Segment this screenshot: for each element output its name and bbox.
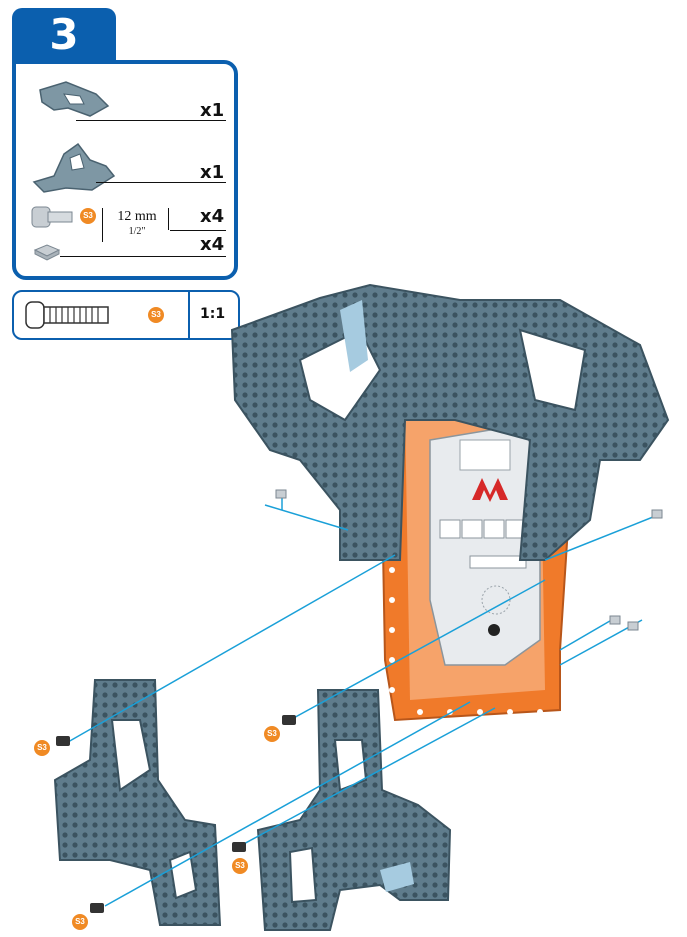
part-qty-2: x1 (200, 162, 225, 183)
guide-lines (67, 496, 659, 907)
screw-callout-badge: S3 (232, 858, 248, 874)
screw-actual-size-icon (25, 301, 109, 329)
part-leader-line (60, 256, 226, 257)
part-leader-line (76, 120, 226, 121)
nut (609, 615, 621, 625)
part-qty-1: x1 (200, 100, 225, 121)
lower-right-plate (256, 689, 452, 931)
dimension-tick (102, 208, 103, 242)
square-nuts (275, 489, 663, 631)
part-code-badge: S3 (80, 208, 96, 224)
part-leader-line (170, 230, 226, 231)
scale-divider (188, 292, 190, 338)
screw-callout-badge: S3 (72, 914, 88, 930)
lower-left-plate (53, 679, 222, 926)
screw-icon (31, 206, 73, 228)
scale-reference-box: S3 1:1 (12, 290, 240, 340)
nut (651, 509, 663, 519)
part-qty-3: x4 (200, 206, 225, 227)
screw-length-mm: 12 mm (117, 209, 157, 224)
plate-bracket-a-icon (39, 81, 110, 117)
screws (56, 715, 296, 913)
plate-bracket-b-icon (32, 142, 116, 193)
part-leader-line (96, 182, 226, 183)
scale-ratio: 1:1 (200, 306, 226, 322)
dimension-tick (168, 208, 169, 230)
step-number: 3 (49, 10, 79, 59)
screw-callout-badge: S3 (264, 726, 280, 742)
scale-code-badge: S3 (148, 307, 164, 323)
nut (275, 489, 287, 499)
screw (56, 736, 70, 746)
part-qty-4: x4 (200, 234, 225, 255)
nut (627, 621, 639, 631)
step-number-tab: 3 (12, 8, 116, 62)
controller-module (429, 424, 541, 666)
screw-callout-badge: S3 (34, 740, 50, 756)
parts-list-box: x1 x1 S3 12 mm 1/2" x4 x4 (12, 60, 238, 280)
screw (90, 903, 104, 913)
square-nut-icon (33, 244, 61, 261)
screw (232, 842, 246, 852)
screw (282, 715, 296, 725)
screw-length-in: 1/2" (128, 226, 146, 237)
upper-wing-plate (230, 283, 670, 561)
